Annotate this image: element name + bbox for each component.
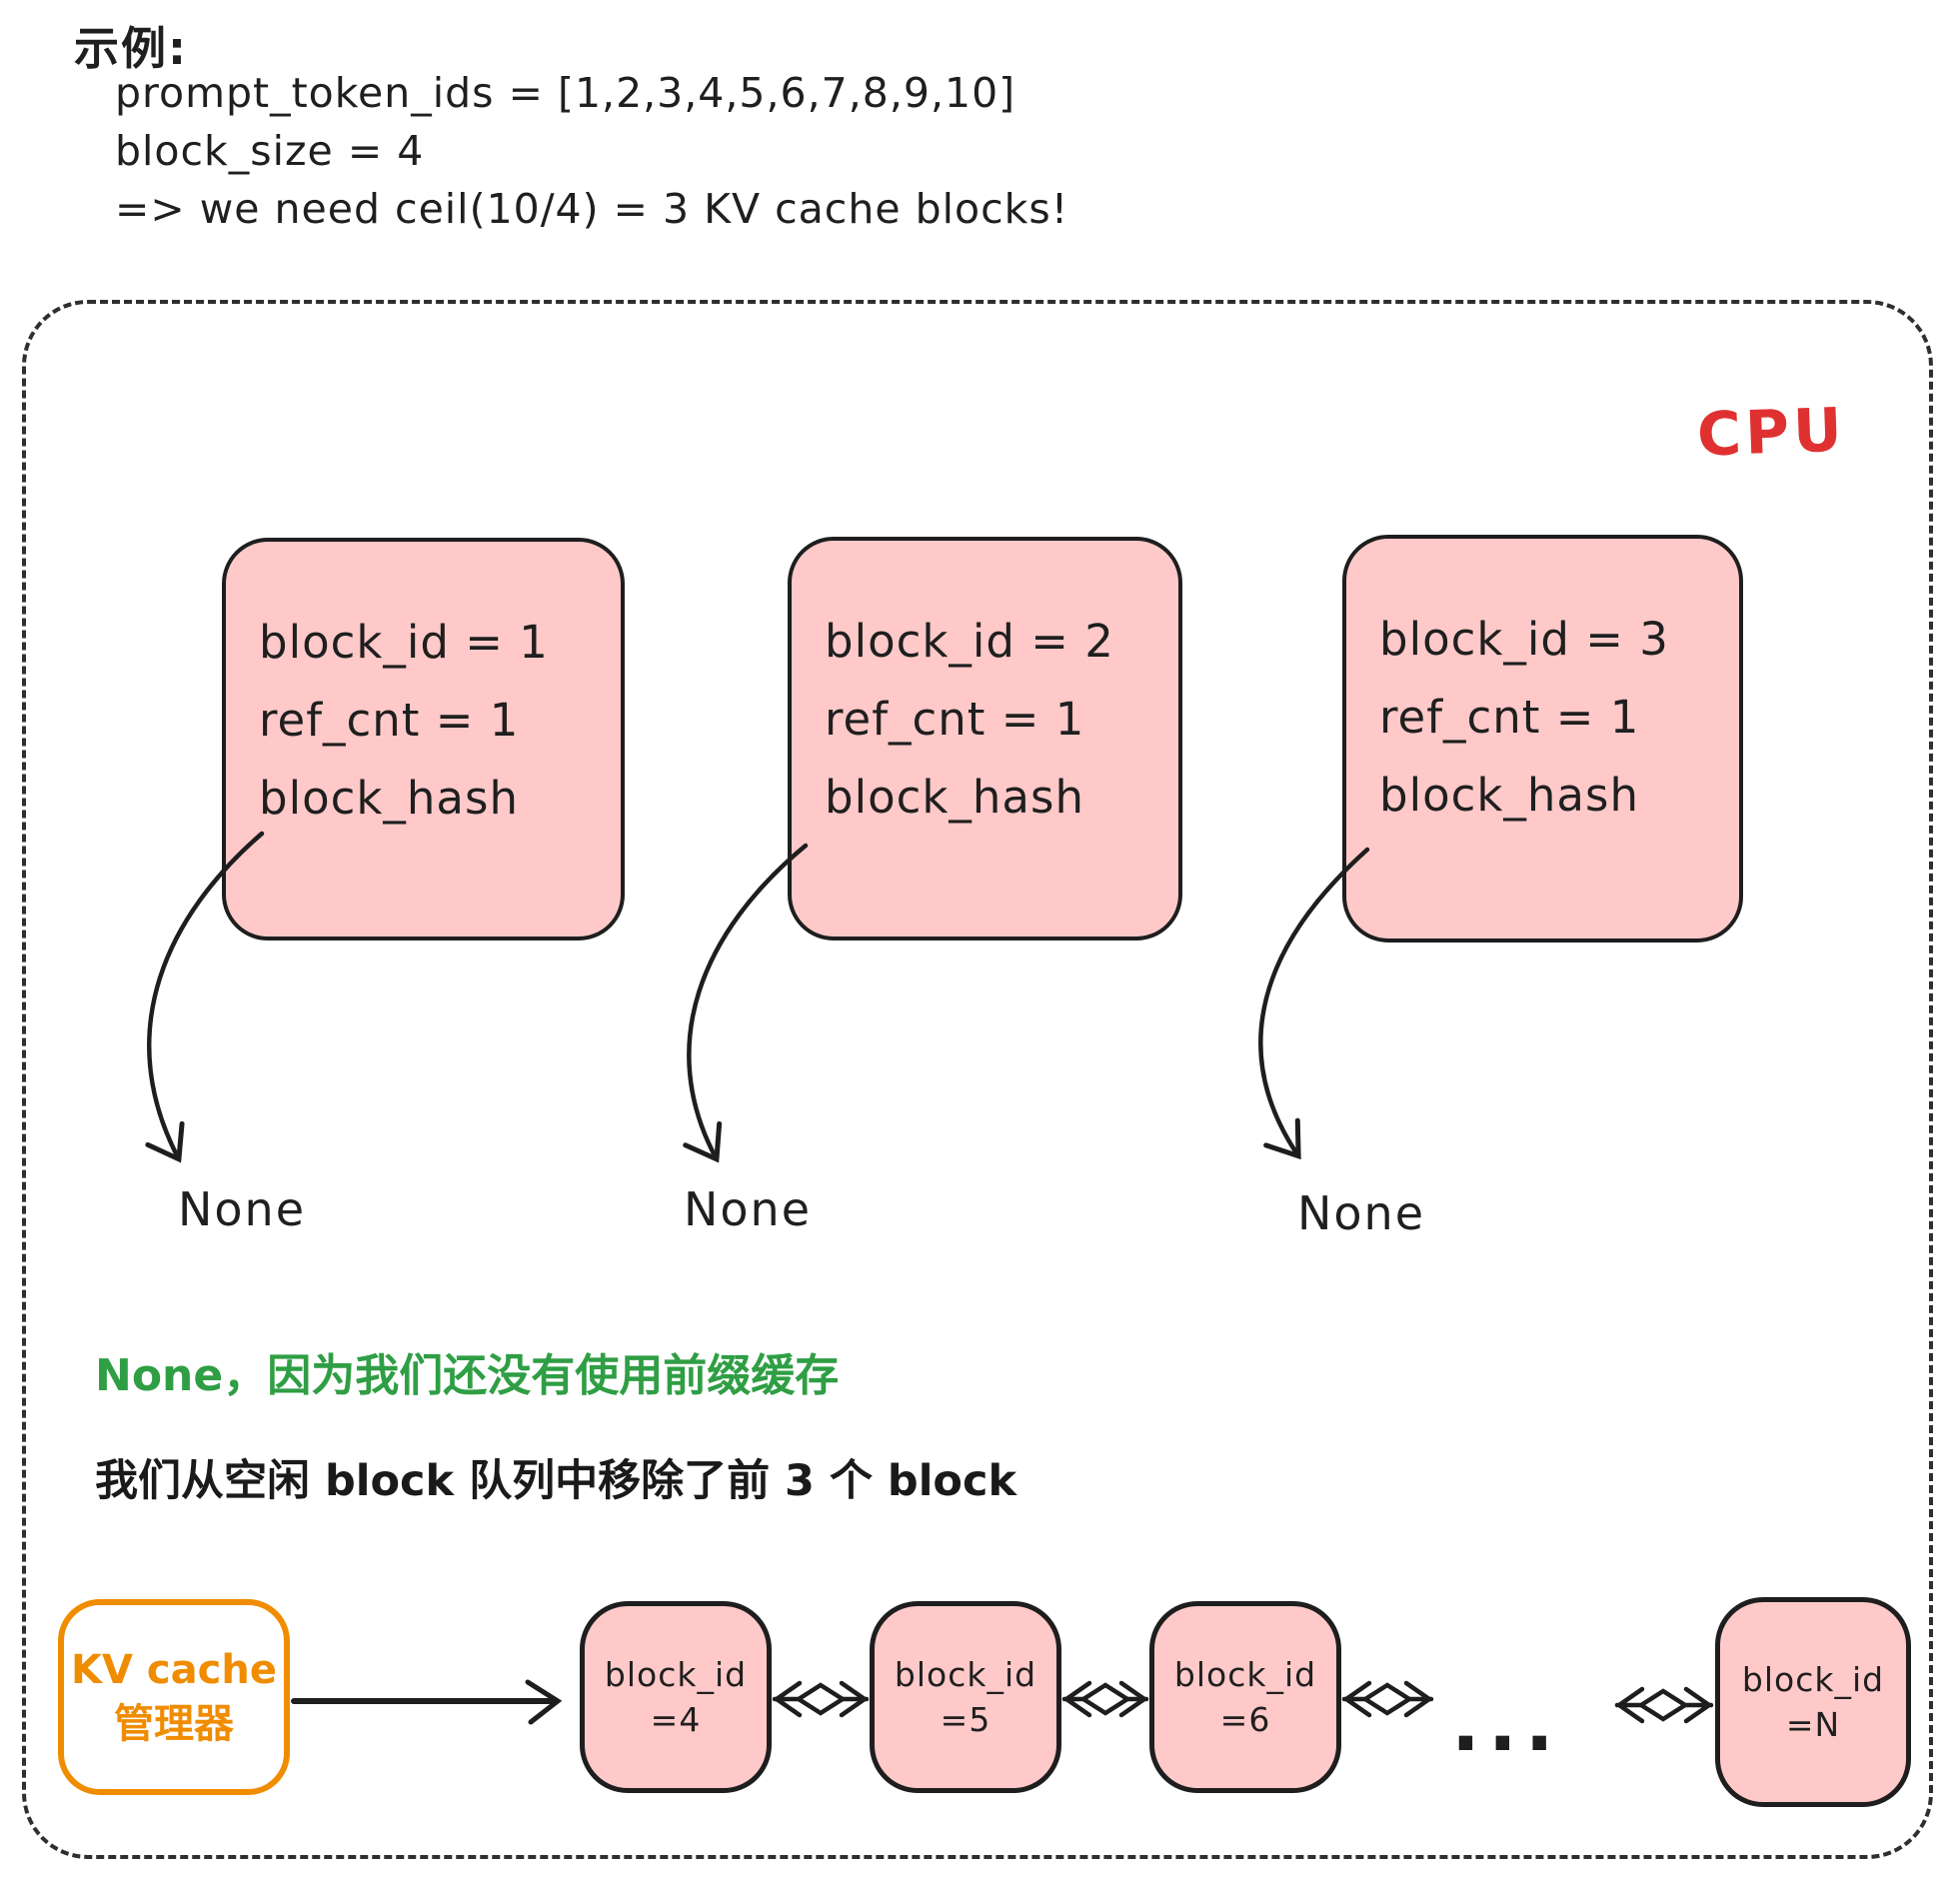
prefix-cache-note: None，因为我们还没有使用前缀缓存 [95, 1350, 840, 1401]
kv-block-1-refcnt: ref_cnt = 1 [259, 694, 520, 747]
queue-block-5: block_id =5 [870, 1601, 1061, 1793]
code-line-conclusion: => we need ceil(10/4) = 3 KV cache block… [115, 185, 1069, 233]
kv-block-2-id: block_id = 2 [825, 615, 1114, 668]
kv-block-3: block_id = 3 ref_cnt = 1 block_hash [1342, 535, 1743, 942]
kv-cache-manager-line2: 管理器 [114, 1701, 234, 1747]
queue-block-5-label: block_id [894, 1655, 1037, 1694]
none-label-3: None [1297, 1186, 1426, 1240]
cpu-label: CPU [1695, 395, 1847, 471]
code-line-block-size: block_size = 4 [115, 127, 425, 175]
kv-block-3-id: block_id = 3 [1379, 613, 1669, 666]
none-label-1: None [178, 1182, 307, 1236]
kv-block-2-refcnt: ref_cnt = 1 [825, 693, 1085, 746]
queue-block-n-label: block_id [1741, 1660, 1885, 1699]
queue-block-6-value: =6 [1219, 1700, 1271, 1739]
queue-block-5-value: =5 [940, 1700, 991, 1739]
free-queue-note: 我们从空闲 block 队列中移除了前 3 个 block [95, 1456, 1017, 1506]
kv-block-1: block_id = 1 ref_cnt = 1 block_hash [222, 538, 625, 940]
cpu-boundary [22, 300, 1933, 1859]
queue-block-4: block_id =4 [580, 1601, 772, 1793]
kv-block-2: block_id = 2 ref_cnt = 1 block_hash [788, 537, 1182, 940]
example-heading: 示例: [74, 22, 188, 75]
kv-block-3-hash: block_hash [1379, 769, 1639, 822]
queue-block-6-label: block_id [1173, 1655, 1317, 1694]
kv-block-2-hash: block_hash [825, 771, 1084, 824]
queue-block-n-value: =N [1785, 1705, 1841, 1744]
example-code: prompt_token_ids = [1,2,3,4,5,6,7,8,9,10… [115, 64, 1068, 238]
queue-block-6: block_id =6 [1149, 1601, 1341, 1793]
queue-block-4-value: =4 [650, 1700, 702, 1739]
queue-block-n: block_id =N [1715, 1597, 1911, 1807]
kv-cache-manager-box: KV cache 管理器 [58, 1599, 290, 1795]
kv-block-1-id: block_id = 1 [259, 616, 549, 669]
kv-block-1-hash: block_hash [259, 772, 519, 825]
kv-cache-manager-line1: KV cache [71, 1647, 277, 1693]
none-label-2: None [684, 1182, 813, 1236]
code-line-prompt-token-ids: prompt_token_ids = [1,2,3,4,5,6,7,8,9,10… [115, 69, 1016, 117]
kv-block-3-refcnt: ref_cnt = 1 [1379, 691, 1640, 744]
queue-block-4-label: block_id [604, 1655, 748, 1694]
queue-ellipsis: ... [1451, 1679, 1562, 1768]
